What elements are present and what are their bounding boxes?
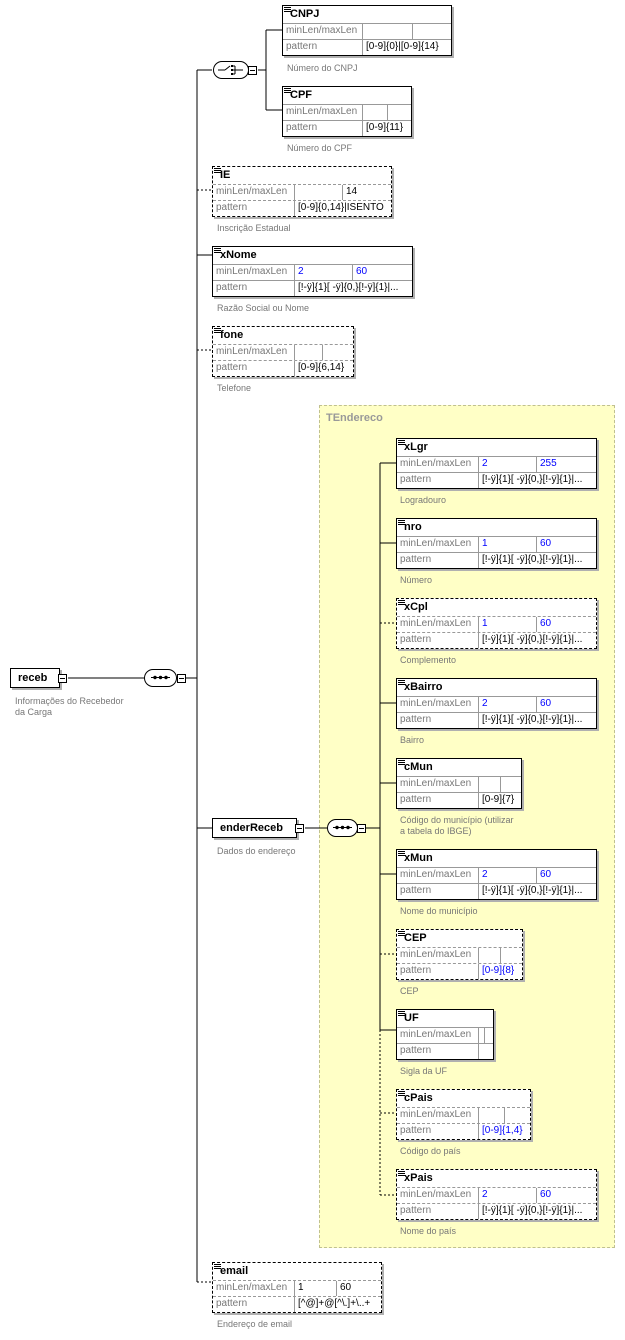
element-desc: Complemento	[400, 655, 457, 665]
sequence-icon	[151, 675, 170, 680]
element-name: email	[220, 1265, 249, 1277]
element-desc: Número do CPF	[287, 143, 353, 153]
element-desc: Endereço de email	[217, 1319, 293, 1329]
root-name: receb	[18, 672, 48, 684]
element-name: cPais	[404, 1092, 433, 1104]
element-cep[interactable]: CEP minLen/maxLen pattern[0-9]{8}	[396, 929, 523, 980]
collapse-icon[interactable]	[177, 674, 186, 683]
collapse-icon[interactable]	[357, 824, 366, 833]
element-enderreceb[interactable]: enderReceb	[212, 818, 297, 838]
element-cpais[interactable]: cPais minLen/maxLen pattern[0-9]{1,4}	[396, 1089, 531, 1140]
element-name: xBairro	[404, 681, 443, 693]
collapse-icon[interactable]	[295, 824, 304, 833]
element-uf[interactable]: UF minLen/maxLen pattern	[396, 1009, 494, 1060]
element-name: xNome	[220, 249, 257, 261]
element-name: xCpl	[404, 601, 428, 613]
element-name: CPF	[290, 89, 312, 101]
element-desc: Dados do endereço	[217, 846, 296, 856]
element-desc: Número do CNPJ	[287, 63, 358, 73]
sequence-icon	[333, 825, 352, 830]
element-name: enderReceb	[220, 822, 283, 834]
element-desc: Número	[400, 575, 433, 585]
element-name: nro	[404, 521, 422, 533]
sequence-compositor[interactable]	[144, 669, 177, 687]
root-desc: Informações do Recebedor da Carga	[15, 696, 124, 717]
element-desc: Sigla da UF	[400, 1066, 448, 1076]
element-desc: Nome do município	[400, 906, 478, 916]
root-element-receb[interactable]: receb	[10, 668, 60, 688]
element-name: xMun	[404, 852, 433, 864]
element-name: IE	[220, 169, 231, 181]
collapse-icon[interactable]	[248, 66, 257, 75]
element-desc: Telefone	[217, 383, 252, 393]
element-fone[interactable]: fone minLen/maxLen pattern[0-9]{6,14}	[212, 326, 354, 377]
choice-icon	[218, 65, 243, 75]
sequence-compositor[interactable]	[327, 819, 358, 837]
element-name: CEP	[404, 932, 427, 944]
element-name: CNPJ	[290, 8, 320, 20]
element-desc: Nome do país	[400, 1226, 457, 1236]
element-desc: CEP	[400, 986, 419, 996]
element-desc: Logradouro	[400, 495, 447, 505]
element-name: xLgr	[404, 441, 428, 453]
element-desc: Bairro	[400, 735, 425, 745]
element-name: UF	[404, 1012, 419, 1024]
choice-compositor[interactable]	[213, 61, 249, 79]
element-name: cMun	[404, 761, 433, 773]
element-desc: Código do município (utilizar a tabela d…	[400, 815, 514, 836]
element-name: xPais	[404, 1172, 433, 1184]
element-cnpj[interactable]: CNPJ minLen/maxLen pattern[0-9]{0}|[0-9]…	[282, 5, 452, 56]
collapse-icon[interactable]	[58, 674, 67, 683]
element-cpf[interactable]: CPF minLen/maxLen pattern[0-9]{11}	[282, 86, 412, 137]
element-name: fone	[220, 329, 244, 341]
element-desc: Inscrição Estadual	[217, 223, 291, 233]
element-cmun[interactable]: cMun minLen/maxLen pattern[0-9]{7}	[396, 758, 522, 809]
element-desc: Código do país	[400, 1146, 461, 1156]
tendereco-title: TEndereco	[326, 412, 383, 424]
element-desc: Razão Social ou Nome	[217, 303, 310, 313]
